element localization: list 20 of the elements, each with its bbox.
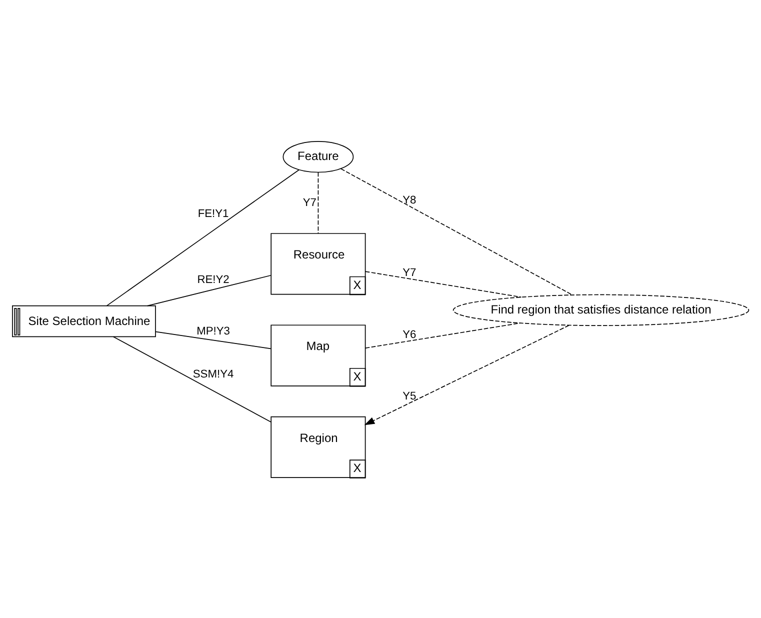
edge-label: RE!Y2 bbox=[197, 274, 230, 286]
connector bbox=[112, 336, 272, 422]
connector bbox=[365, 322, 521, 348]
connector bbox=[340, 168, 573, 295]
node-ellipse: Find region that satisfies distance relation bbox=[452, 294, 750, 326]
arrow bbox=[364, 324, 570, 425]
edge-label: MP!Y3 bbox=[196, 324, 230, 337]
connector bbox=[147, 274, 272, 306]
edge-label: Y7 bbox=[402, 266, 416, 279]
edge-label: FE!Y1 bbox=[198, 208, 229, 220]
connector bbox=[365, 270, 522, 298]
edge-label: Y7 bbox=[302, 196, 316, 208]
edge-label: Y8 bbox=[402, 194, 416, 206]
node-ellipse: Feature bbox=[282, 140, 354, 172]
edge-label: SSM!Y4 bbox=[192, 368, 234, 380]
connector bbox=[155, 330, 272, 349]
edge-label: Y5 bbox=[402, 390, 416, 402]
connector bbox=[106, 168, 300, 306]
connector bbox=[318, 171, 319, 234]
edge-label: Y6 bbox=[402, 328, 416, 340]
